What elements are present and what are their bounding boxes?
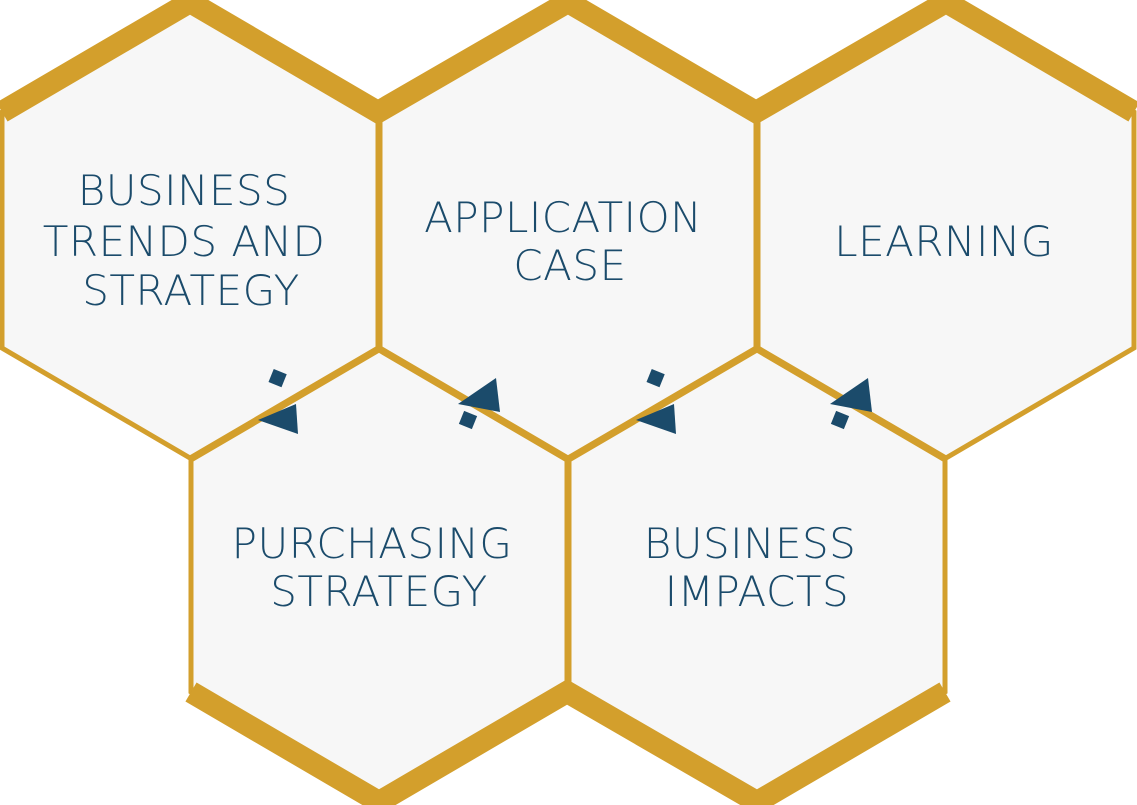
label-business-impacts: BUSINESS IMPACTS: [644, 519, 870, 616]
label-purchasing-strategy: PURCHASING STRATEGY: [232, 519, 527, 616]
thick-edge-bottom: [185, 679, 951, 805]
thick-edge-top-left: [0, 0, 1137, 125]
label-business-trends: BUSINESS TRENDS AND STRATEGY: [43, 166, 340, 315]
label-application-case: APPLICATION CASE: [424, 193, 716, 290]
arrow-down-1: [258, 368, 298, 434]
arrow-up-2: [458, 378, 500, 430]
hexagon-labels: BUSINESS TRENDS AND STRATEGY APPLICATION…: [43, 166, 1054, 616]
arrow-down-3: [636, 368, 676, 434]
label-learning: LEARNING: [834, 217, 1054, 266]
flow-arrows: [258, 368, 872, 434]
arrow-up-4: [830, 378, 872, 430]
